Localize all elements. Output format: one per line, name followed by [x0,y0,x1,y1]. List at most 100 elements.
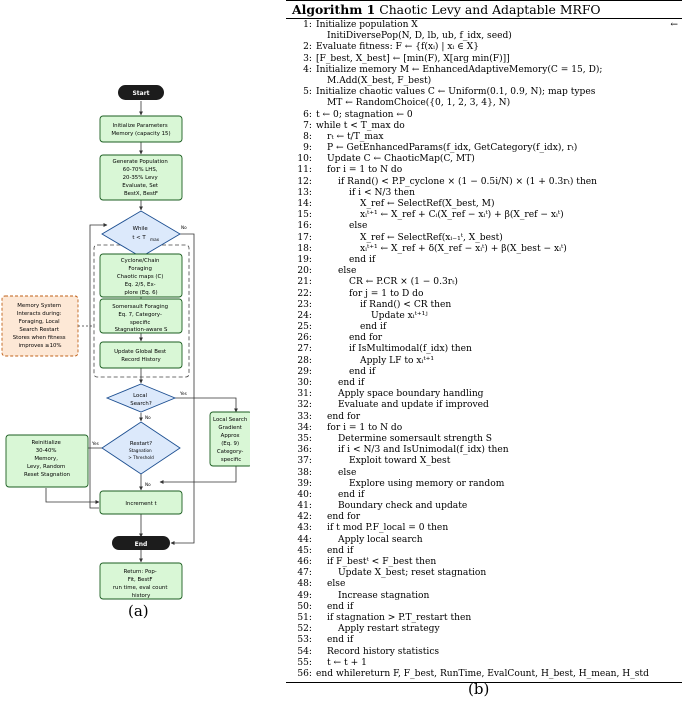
local-search-decision [105,383,177,413]
restart-decision [101,421,181,475]
line-text: Exploit toward X_best [349,456,451,467]
cyclone-foraging-box [99,253,183,298]
algorithm-line: 48:else [286,579,682,590]
algorithm-line: 16: else [286,221,682,232]
algorithm-line: 44:Apply local search [286,535,682,546]
line-text: else [338,467,357,478]
line-number: 27: [297,344,312,355]
line-text: P ← GetEnhancedParams(f_idx, GetCategory… [327,143,578,154]
algorithm-title: Chaotic Levy and Adaptable MRFO [379,2,601,17]
line-text: end if [327,601,354,612]
local-no-label: No [145,415,151,420]
line-number: 15: [297,210,312,221]
algorithm-line: 33: end for [286,412,682,423]
line-number: 35: [297,433,312,444]
line-text: end if [338,489,365,500]
line-number: 40: [297,489,312,500]
algorithm-line: 49:Increase stagnation [286,591,682,602]
algorithm-line: 34:for i = 1 to N do [286,423,682,434]
algorithm-line: InitiDiversePop(N, D, lb, ub, f_idx, see… [286,31,682,42]
algorithm-line: 35:Determine somersault strength S [286,434,682,445]
line-number: 18: [297,243,312,254]
algorithm-line: 51:if stagnation > P.T_restart then [286,613,682,624]
algorithm-line: 26:end for [286,333,682,344]
line-text: end if [327,545,354,556]
line-number: 25: [297,322,312,333]
line-text: if Rand() < P.P_cyclone × (1 − 0.5i/N) ×… [338,176,598,187]
line-number: 9: [303,143,312,154]
algorithm-line: 50: end if [286,602,682,613]
line-number: 4: [303,64,312,75]
algorithm-line: 52:Apply restart strategy [286,624,682,635]
while-no-label: No [181,225,187,230]
update-global-best-box [99,341,183,369]
algorithm-lines: 1:Initialize population X←InitiDiversePo… [286,19,682,684]
line-number: 19: [297,254,312,265]
algorithm-line: 46:if F_bestᵗ < F_best then [286,557,682,568]
generate-text: Generate Population 60-70% LHS, 20-35% L… [113,159,170,197]
algorithm-line: 11:for i = 1 to N do [286,165,682,176]
cyclone-text: Cyclone/Chain Foraging Chaotic maps (C) … [117,258,165,296]
generate-population-box [99,154,183,201]
algorithm-line: 29:end if [286,367,682,378]
line-text: InitiDiversePop(N, D, lb, ub, f_idx, see… [327,31,512,42]
line-text: Update xᵢᵗ⁺¹ʲ [371,310,428,321]
algorithm-line: 6:t ← 0; stagnation ← 0 [286,110,682,121]
line-number: 21: [297,277,312,288]
algorithm-line: 42:end for [286,512,682,523]
line-text: Update C ← ChaoticMap(C, MT) [327,154,475,165]
somersault-text: Somersault Foraging Eq. 7, Category- spe… [112,304,170,333]
restart-q-text: Restart? [130,441,152,447]
local-search-box [209,411,250,467]
line-text: t ← t + 1 [327,657,367,668]
line-number: 56: [297,668,312,679]
line-number: 54: [297,646,312,657]
reinitialize-box [5,434,89,488]
line-number: 13: [297,187,312,198]
line-text: Explore using memory or random [349,478,505,489]
algorithm-line: 53:end if [286,635,682,646]
line-text: end if [327,635,354,646]
line-text: Apply space boundary handling [338,389,484,400]
line-text: end for [327,411,361,422]
line-arrow: ← [670,20,678,30]
increment-text: Increment t [125,501,156,507]
line-number: 49: [297,590,312,601]
line-text: else [338,266,357,277]
line-text: else [327,579,346,590]
flowchart: Start Initialize Parameters Memory (capa… [1,85,250,600]
line-number: 16: [297,221,312,232]
algorithm-line: 20:else [286,266,682,277]
line-number: 24: [297,310,312,321]
line-text: if i < N/3 and IsUnimodal(f_idx) then [338,445,509,456]
line-number: 5: [303,87,312,98]
algorithm-line: 9: P ← GetEnhancedParams(f_idx, GetCatego… [286,143,682,154]
algorithm-line: 14:X_ref ← SelectRef(X_best, M) [286,199,682,210]
algorithm-line: 45:end if [286,546,682,557]
algorithm-line: 1:Initialize population X← [286,20,682,31]
line-number: 11: [297,165,312,176]
reinitialize-text: Reinitialize 30-40% Memory, Levy, Random… [24,440,70,478]
algorithm-line: 38:else [286,468,682,479]
local-yes-label: Yes [179,391,187,396]
memory-note-text: Memory System Interacts during: Foraging… [13,303,68,349]
line-number: 44: [297,534,312,545]
line-text: for j = 1 to D do [349,288,424,299]
line-number: 41: [297,501,312,512]
algorithm-line: 54:Record history statistics [286,647,682,658]
algorithm-line: 40: end if [286,490,682,501]
line-text: else [349,221,368,232]
line-text: Boundary check and update [338,501,468,512]
line-text: CR ← P.CR × (1 − 0.3rₜ) [349,277,458,288]
line-text: X_ref ← SelectRef(xᵢ₋₁ᵗ, X_best) [360,232,503,243]
start-label: Start [132,90,149,97]
restart-no-label: No [145,482,151,487]
algorithm-line: 43:if t mod P.F_local = 0 then [286,523,682,534]
line-number: 33: [297,411,312,422]
line-number: 50: [297,601,312,612]
line-number: 30: [297,378,312,388]
line-text: xᵢᵗ⁺¹ ← X_ref + δ(X_ref − xᵢᵗ) + β(X_bes… [360,243,567,254]
algorithm-line: 41: Boundary check and update [286,501,682,512]
algorithm-line: 22:for j = 1 to D do [286,289,682,300]
line-text: X_ref ← SelectRef(X_best, M) [360,199,495,209]
